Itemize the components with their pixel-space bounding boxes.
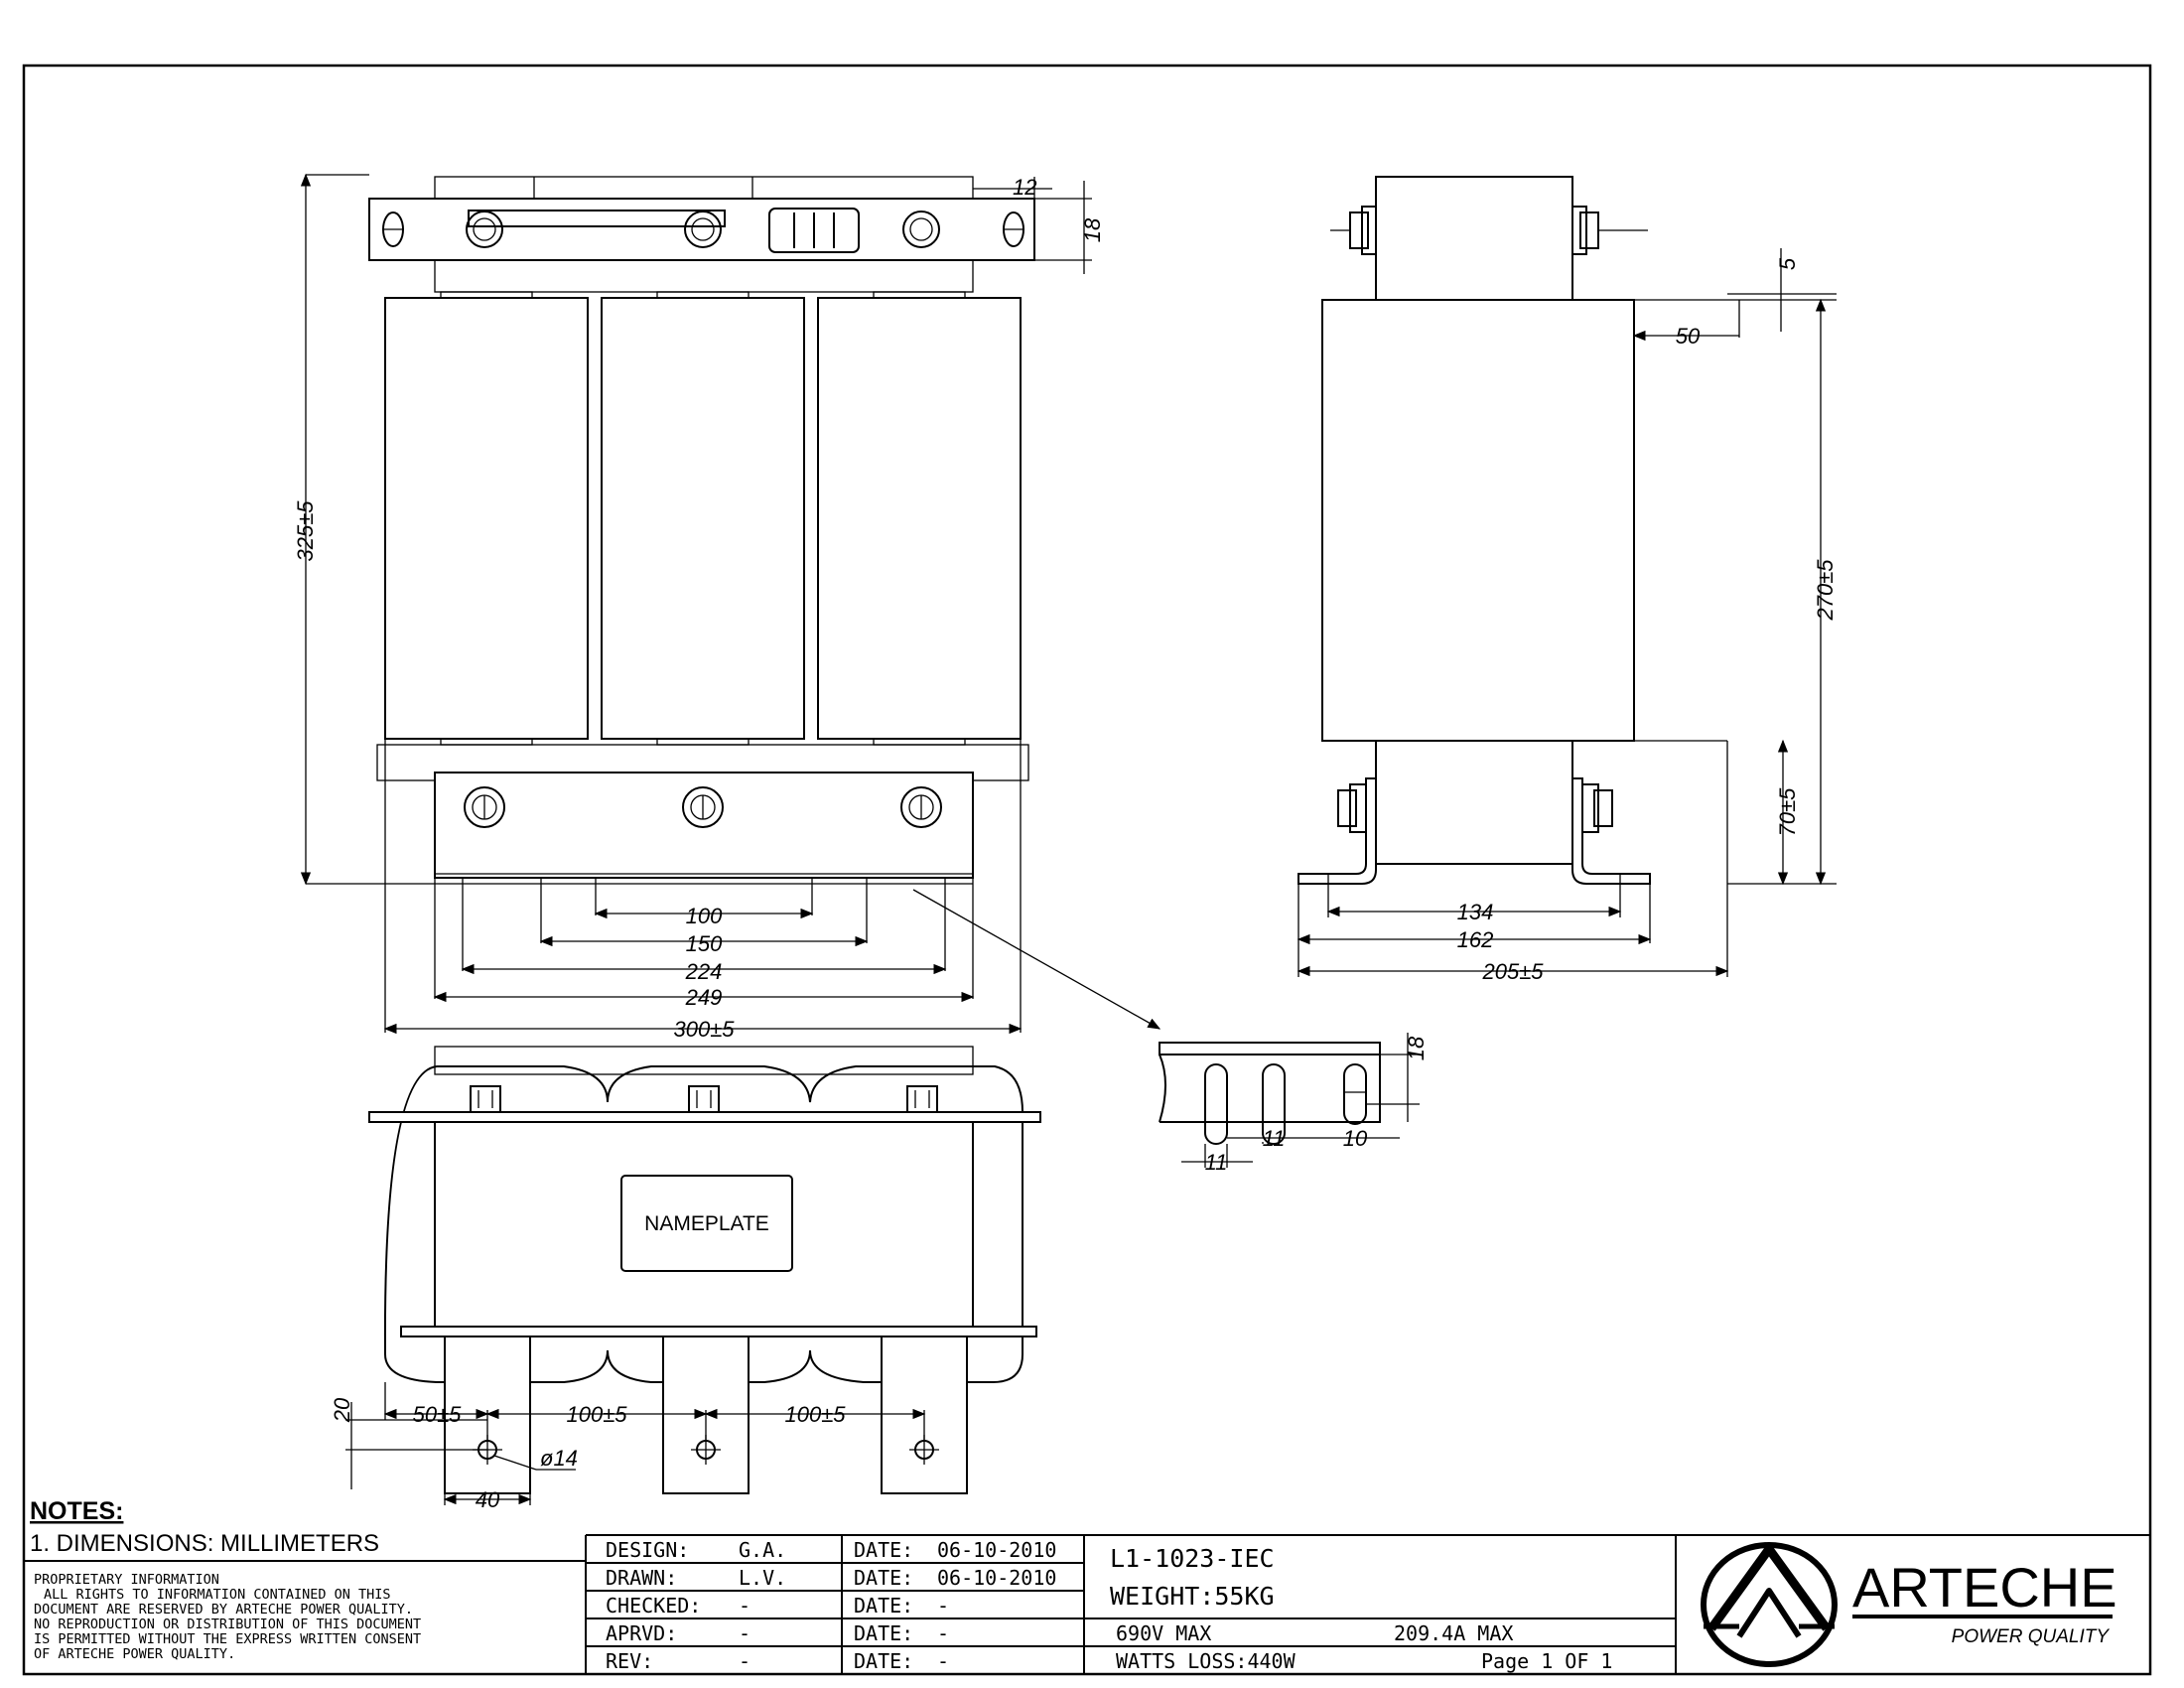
tb-design-date-label: DATE:: [854, 1538, 913, 1562]
dim-150: 150: [686, 931, 723, 956]
tb-design-who: G.A.: [739, 1538, 786, 1562]
tb-voltage: 690V MAX: [1116, 1621, 1211, 1645]
dim-height-total: 325±5: [293, 500, 318, 562]
dim-249: 249: [685, 985, 723, 1010]
notes-section: NOTES: 1. DIMENSIONS: MILLIMETERS PROPRI…: [24, 1497, 586, 1662]
arteche-logo: ARTECHE POWER QUALITY: [1701, 1542, 2117, 1667]
dim-width-205: 205±5: [1481, 959, 1544, 984]
logo-name: ARTECHE: [1852, 1556, 2117, 1618]
tb-rev-who: -: [739, 1649, 751, 1673]
nameplate-box: [620, 1175, 793, 1272]
side-view: 5 50 270±5 70±5 134 162 205±5: [1297, 176, 1838, 984]
tb-aprvd-date: -: [937, 1621, 949, 1645]
tb-design-date: 06-10-2010: [937, 1538, 1056, 1562]
proprietary-line-5: IS PERMITTED WITHOUT THE EXPRESS WRITTEN…: [34, 1631, 421, 1647]
dim-20: 20: [330, 1397, 354, 1423]
tb-checked-who: -: [739, 1594, 751, 1618]
dim-100a: 100±5: [566, 1402, 627, 1427]
title-block: DESIGN: G.A. DATE: 06-10-2010 DRAWN: L.V…: [585, 1534, 2150, 1674]
dim-offset-50: 50: [1676, 324, 1701, 349]
dim-100: 100: [686, 904, 723, 928]
dim-height-270: 270±5: [1813, 559, 1838, 622]
tb-aprvd-label: APRVD:: [606, 1621, 677, 1645]
notes-heading: NOTES:: [30, 1497, 123, 1525]
tb-watts-loss: WATTS LOSS:440W: [1116, 1649, 1297, 1673]
note-item-1: 1. DIMENSIONS: MILLIMETERS: [30, 1530, 379, 1557]
dim-hole: ø14: [540, 1446, 578, 1471]
tb-checked-date-label: DATE:: [854, 1594, 913, 1618]
dim-162: 162: [1457, 927, 1494, 952]
dim-terminal-height: 18: [1080, 217, 1105, 242]
proprietary-line-2: ALL RIGHTS TO INFORMATION CONTAINED ON T…: [44, 1587, 391, 1603]
tb-page: Page 1 OF 1: [1481, 1649, 1612, 1673]
logo-subtitle: POWER QUALITY: [1952, 1626, 2111, 1647]
dim-height-70: 70±5: [1775, 787, 1800, 837]
tb-weight: WEIGHT:55KG: [1110, 1582, 1275, 1611]
arteche-logo-icon: [1701, 1542, 1838, 1667]
tb-drawn-label: DRAWN:: [606, 1566, 677, 1590]
tb-part-number: L1-1023-IEC: [1110, 1544, 1275, 1573]
tb-checked-label: CHECKED:: [606, 1594, 701, 1618]
dim-slot-11a: 11: [1205, 1150, 1228, 1175]
dim-width-total: 300±5: [673, 1017, 735, 1042]
tb-current: 209.4A MAX: [1394, 1621, 1513, 1645]
tb-aprvd-who: -: [739, 1621, 751, 1645]
dim-50: 50±5: [413, 1402, 463, 1427]
proprietary-line-6: OF ARTECHE POWER QUALITY.: [34, 1646, 235, 1662]
dim-slot-10: 10: [1343, 1126, 1368, 1151]
dim-terminal-width: 12: [1013, 175, 1036, 200]
tb-rev-label: REV:: [606, 1649, 653, 1673]
proprietary-line-1: PROPRIETARY INFORMATION: [34, 1572, 219, 1588]
drawing-border: [22, 64, 2152, 1676]
dim-slot-height: 18: [1404, 1036, 1429, 1060]
dim-slot-11b: 11: [1263, 1126, 1286, 1151]
tb-design-label: DESIGN:: [606, 1538, 689, 1562]
front-view: 325±5 12 18 100 150 224 249 300±5: [293, 173, 1161, 1042]
tb-drawn-date: 06-10-2010: [937, 1566, 1056, 1590]
tb-drawn-date-label: DATE:: [854, 1566, 913, 1590]
dim-40: 40: [476, 1487, 500, 1512]
proprietary-line-3: DOCUMENT ARE RESERVED BY ARTECHE POWER Q…: [34, 1602, 413, 1618]
tb-aprvd-date-label: DATE:: [854, 1621, 913, 1645]
tb-rev-date: -: [937, 1649, 949, 1673]
dim-top-offset: 5: [1775, 257, 1800, 270]
nameplate-label: NAMEPLATE: [644, 1212, 769, 1235]
top-view: NAMEPLATE 20 50±5 100±5 100±5 ø14 40: [330, 1046, 1041, 1512]
tb-rev-date-label: DATE:: [854, 1649, 913, 1673]
dim-134: 134: [1457, 900, 1494, 924]
detail-view: 18 11 11 10: [1159, 1033, 1429, 1175]
dim-224: 224: [685, 959, 723, 984]
tb-drawn-who: L.V.: [739, 1566, 786, 1590]
proprietary-line-4: NO REPRODUCTION OR DISTRIBUTION OF THIS …: [34, 1617, 421, 1632]
dim-100b: 100±5: [784, 1402, 846, 1427]
tb-checked-date: -: [937, 1594, 949, 1618]
